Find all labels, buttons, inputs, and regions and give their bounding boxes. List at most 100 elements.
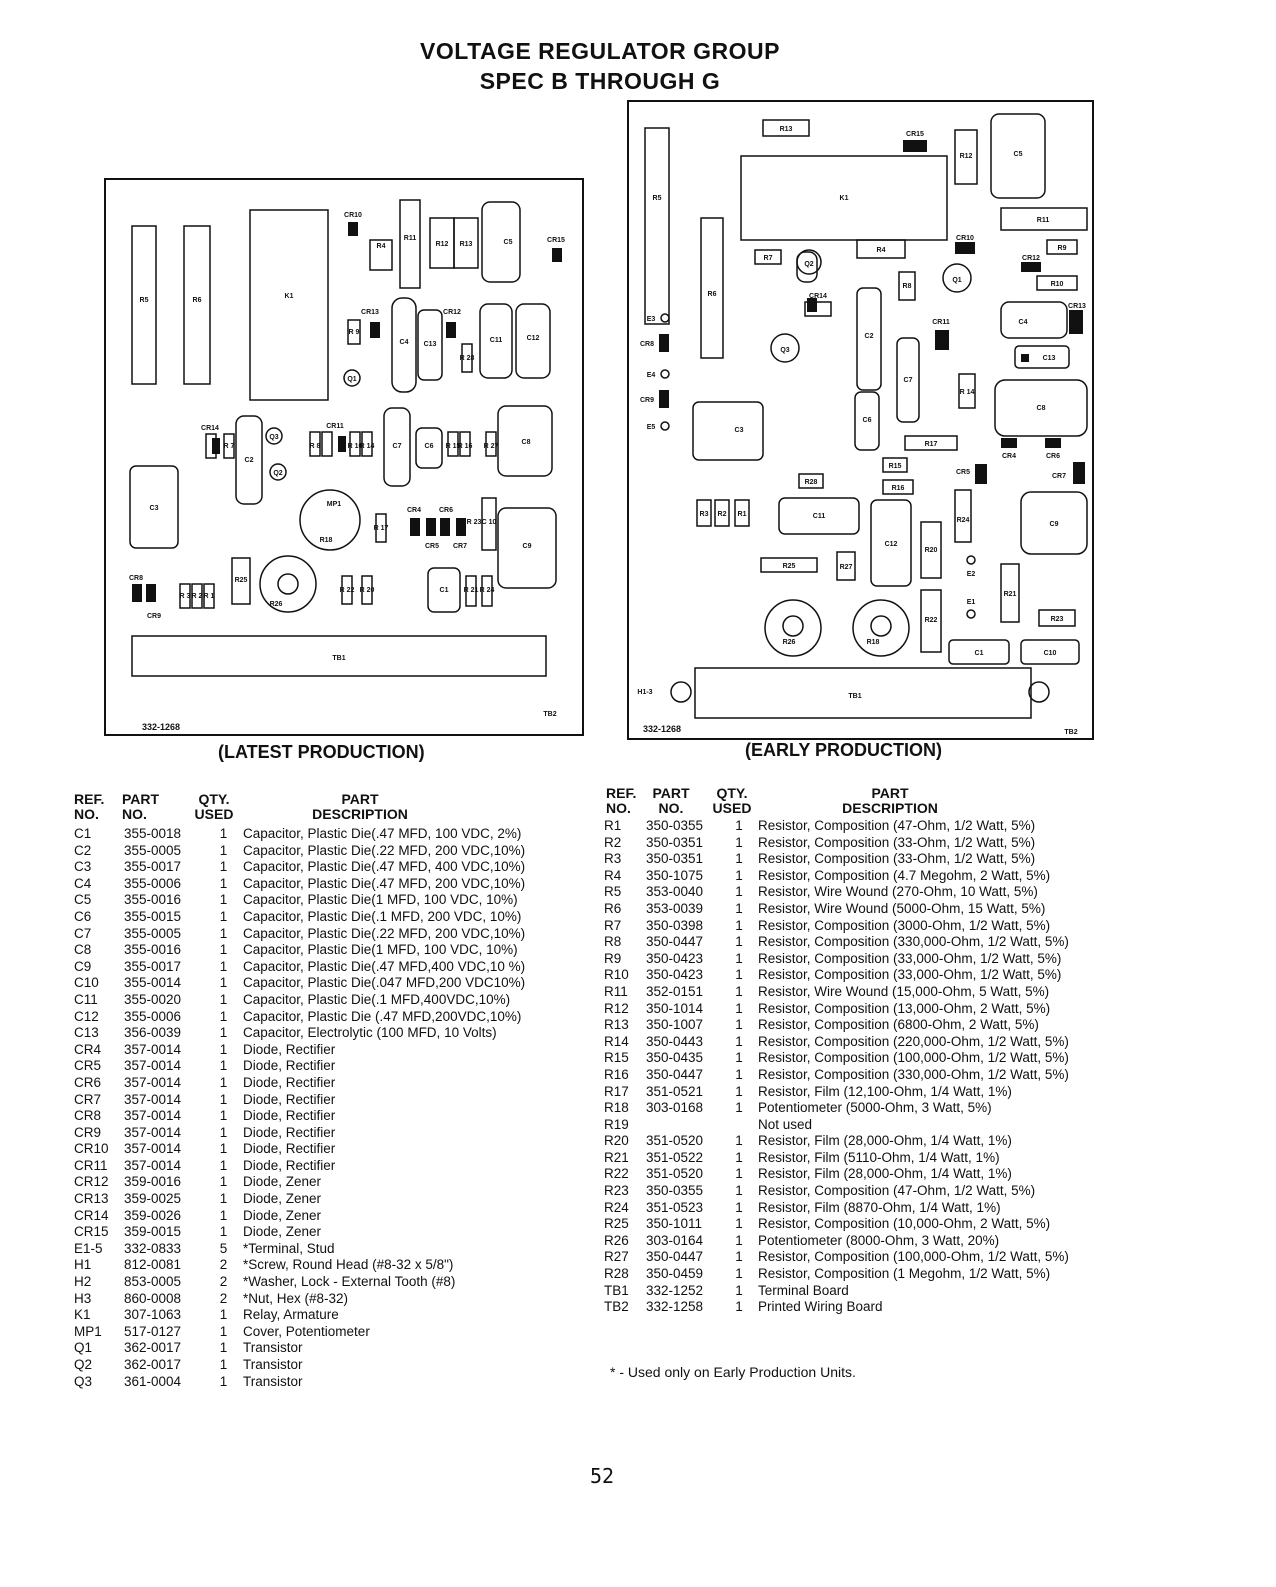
- label-C3: C3: [150, 505, 159, 512]
- e-label-R26: R26: [783, 639, 796, 646]
- e-label-R24: R24: [957, 517, 970, 524]
- cell-qty: 1: [735, 1166, 743, 1182]
- label-MP1: MP1: [327, 501, 342, 508]
- cell-ref: R27: [604, 1249, 629, 1265]
- cell-ref: R16: [604, 1066, 629, 1082]
- e-label-R15: R15: [889, 463, 902, 470]
- cell-part: 307-1063: [124, 1307, 182, 1323]
- cell-desc: *Nut, Hex (#8-32): [243, 1290, 349, 1306]
- cell-ref: C13: [74, 1025, 99, 1041]
- cell-qty: 1: [735, 934, 743, 950]
- e-label-R13: R13: [780, 126, 793, 133]
- cell-part: 357-0014: [124, 1058, 182, 1074]
- cell-desc: Diode, Rectifier: [243, 1058, 336, 1074]
- label-CR5: CR5: [425, 543, 439, 550]
- label-CR4: CR4: [407, 507, 421, 514]
- e-label-K1: K1: [840, 195, 849, 202]
- right-header-desc-line2: DESCRIPTION: [842, 800, 938, 816]
- right-header-qty-line2: USED: [712, 800, 752, 816]
- cell-ref: R15: [604, 1050, 629, 1066]
- e-label-E1: E1: [967, 599, 976, 606]
- e-label-R11: R11: [1037, 217, 1050, 224]
- cell-desc: Diode, Rectifier: [243, 1157, 336, 1173]
- cell-part: 355-0006: [124, 1008, 182, 1024]
- cell-ref: R6: [604, 900, 622, 916]
- board-diagram-latest: R5 R6 K1 CR10 R4 R11 R12 R13 C5 CR15 CR1…: [104, 178, 584, 736]
- label-C8: C8: [522, 439, 531, 446]
- label-C1: C1: [440, 587, 449, 594]
- cell-part: 350-0355: [646, 1183, 704, 1199]
- label-K1: K1: [285, 293, 294, 300]
- cell-part: 350-1014: [646, 1000, 704, 1016]
- page-number: 52: [590, 1464, 615, 1488]
- cell-desc: Resistor, Composition (13,000-Ohm, 2 Wat…: [758, 1000, 1051, 1016]
- cell-qty: 1: [219, 1058, 228, 1074]
- cell-qty: 1: [735, 900, 743, 916]
- cell-qty: 1: [219, 991, 228, 1007]
- right-header-part: PART NO.: [648, 786, 694, 816]
- e-label-CR12: CR12: [1022, 255, 1040, 262]
- cell-ref: R25: [604, 1216, 629, 1232]
- cell-desc: Potentiometer (8000-Ohm, 3 Watt, 20%): [758, 1232, 1000, 1248]
- cell-desc: Capacitor, Plastic Die(.47 MFD, 200 VDC,…: [243, 875, 526, 891]
- cell-part: 357-0014: [124, 1141, 182, 1157]
- label-CR7: CR7: [453, 543, 467, 550]
- cell-part: 355-0018: [124, 826, 182, 841]
- cell-ref: R26: [604, 1232, 629, 1248]
- cell-part: 351-0521: [646, 1083, 704, 1099]
- cell-ref: R7: [604, 917, 622, 933]
- cell-ref: C6: [74, 908, 92, 924]
- cell-desc: Capacitor, Plastic Die(.47 MFD,400 VDC,1…: [243, 958, 526, 974]
- label-R26: R26: [270, 601, 283, 608]
- cell-desc: Resistor, Composition (330,000-Ohm, 1/2 …: [758, 1066, 1069, 1082]
- label-TB1: TB1: [332, 655, 345, 662]
- cell-part: 332-0833: [124, 1240, 182, 1256]
- e-label-E5: E5: [647, 424, 656, 431]
- cell-ref: R17: [604, 1083, 629, 1099]
- e-label-R5: R5: [653, 195, 662, 202]
- left-header-ref: REF. NO.: [74, 792, 124, 822]
- e-label-R10: R10: [1051, 281, 1064, 288]
- cell-part: 303-0164: [646, 1232, 704, 1248]
- board-number-early: 332-1268: [643, 724, 681, 734]
- cell-desc: Resistor, Composition (6800-Ohm, 2 Watt,…: [758, 1017, 1039, 1033]
- cell-qty: 1: [735, 834, 743, 850]
- cell-ref: C10: [74, 975, 99, 991]
- left-header-ref-line1: REF.: [74, 791, 105, 807]
- left-header-part: PART NO.: [122, 792, 172, 822]
- label-R16: R 16: [458, 443, 473, 450]
- label-R14: R 14: [360, 443, 375, 450]
- label-C4: C4: [400, 339, 409, 346]
- cell-ref: R8: [604, 934, 622, 950]
- cell-qty: 1: [219, 925, 228, 941]
- cell-part: 357-0014: [124, 1124, 182, 1140]
- cell-desc: Transistor: [243, 1340, 303, 1356]
- cell-ref: CR11: [74, 1157, 108, 1173]
- cell-qty: 1: [735, 1066, 743, 1082]
- cell-qty: 1: [735, 983, 743, 999]
- cell-qty: 1: [735, 950, 743, 966]
- label-R9: R 9: [349, 329, 360, 336]
- label-CR9: CR9: [147, 613, 161, 620]
- cell-ref: CR10: [74, 1141, 109, 1157]
- cell-desc: Diode, Zener: [243, 1224, 322, 1240]
- e-label-R17: R17: [925, 441, 938, 448]
- cell-qty: 1: [735, 818, 743, 833]
- right-header-qty: QTY. USED: [704, 786, 760, 816]
- e-label-CR9: CR9: [640, 397, 654, 404]
